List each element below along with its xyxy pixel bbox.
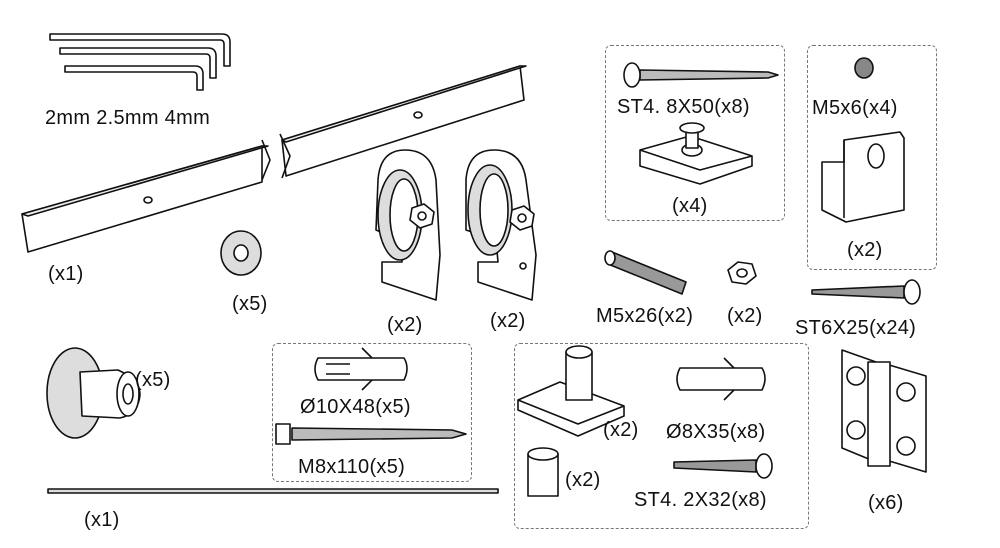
lag-bolt-m8x110-icon	[275, 423, 467, 445]
screw-st4-8x50-icon	[623, 62, 779, 88]
label-anchor-10x48: Ø10X48(x5)	[300, 396, 411, 418]
label-screw-st6x25: ST6X25(x24)	[795, 317, 917, 339]
floor-guide-plate-icon	[639, 122, 753, 185]
group-box-anchors	[272, 343, 472, 482]
label-threaded-stud: M5x26(x2)	[596, 305, 694, 327]
label-rail: (x1)	[48, 263, 84, 285]
label-spacer: (x5)	[135, 369, 171, 391]
label-hinge: (x6)	[868, 492, 904, 514]
hex-nut-icon	[727, 261, 757, 285]
floor-guide-pin-icon	[517, 345, 625, 437]
stopper-bracket-icon	[821, 131, 905, 223]
anti-jump-rod-icon	[47, 488, 499, 494]
rail-icon	[21, 65, 527, 253]
group-box-top-center	[605, 45, 785, 221]
threaded-stud-icon	[604, 250, 687, 295]
label-set-screw: M5x6(x4)	[812, 97, 898, 119]
set-screw-icon	[854, 57, 874, 79]
label-stopper-bracket: (x2)	[847, 239, 883, 261]
label-hex-nut: (x2)	[727, 305, 763, 327]
label-washer: (x5)	[232, 293, 268, 315]
label-screw-st4-2x32: ST4. 2X32(x8)	[634, 489, 767, 511]
hanger-left-icon	[375, 149, 441, 301]
wall-anchor-8x35-icon	[676, 357, 766, 401]
label-anchor-8x35: Ø8X35(x8)	[666, 421, 766, 443]
label-allen-keys: 2mm 2.5mm 4mm	[45, 107, 211, 129]
label-screw-st4-8x50: ST4. 8X50(x8)	[617, 96, 750, 118]
hanger-right-icon	[465, 149, 537, 301]
group-box-top-right	[807, 45, 937, 270]
label-anti-jump-rod: (x1)	[84, 509, 120, 531]
label-lag-bolt: M8x110(x5)	[298, 456, 406, 478]
label-hanger-left: (x2)	[387, 314, 423, 336]
spacer-icon	[46, 347, 141, 439]
washer-icon	[220, 230, 262, 276]
label-bushing: (x2)	[565, 469, 601, 491]
hinge-icon	[841, 349, 927, 473]
screw-st4-2x32-icon	[673, 453, 773, 479]
label-floor-guide-pin: (x2)	[603, 419, 639, 441]
bushing-icon	[527, 447, 559, 497]
screw-st6x25-icon	[811, 279, 921, 305]
wall-anchor-10x48-icon	[314, 347, 408, 391]
label-floor-guide-plate: (x4)	[672, 195, 708, 217]
label-hanger-right: (x2)	[490, 310, 526, 332]
allen-keys-icon	[49, 33, 231, 91]
group-box-floor-guide	[514, 343, 809, 529]
